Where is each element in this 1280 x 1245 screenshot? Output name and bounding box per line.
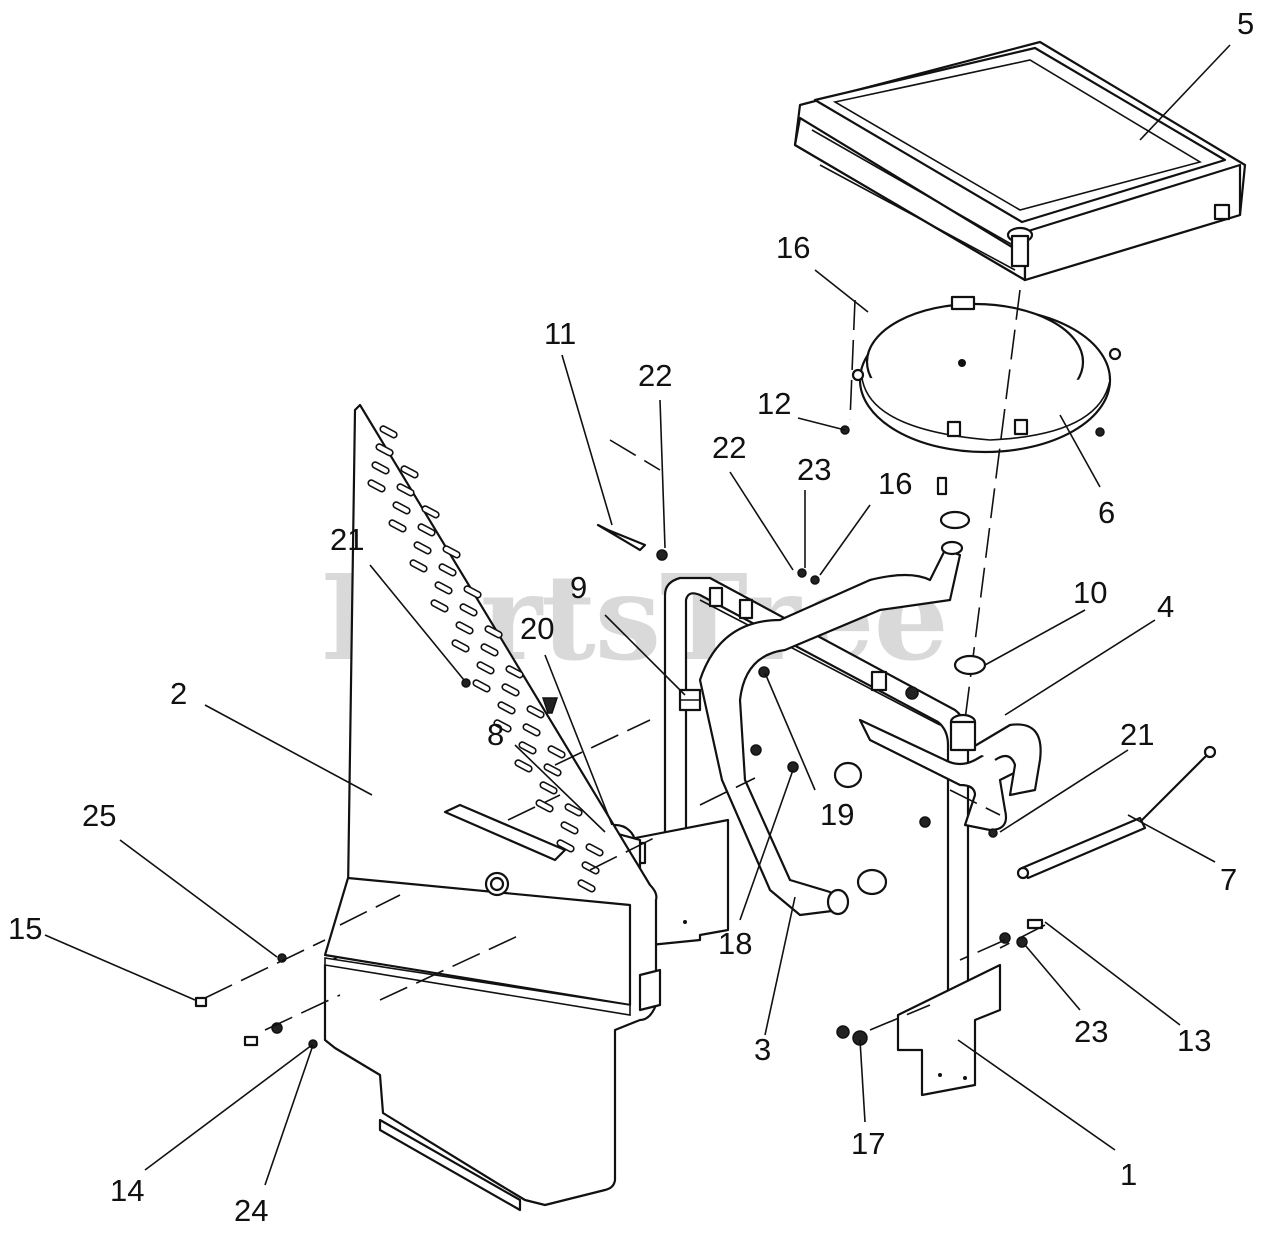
callout-22: 22 [638, 358, 673, 393]
vent-slot [493, 719, 512, 733]
callout-4: 4 [1157, 589, 1175, 624]
callout-3: 3 [754, 1032, 772, 1067]
vent-slot [459, 603, 478, 617]
vent-slot [518, 741, 537, 755]
part-3-lower-hose [698, 540, 964, 917]
part-4-upper-hose [858, 713, 1042, 832]
part-7-gas-strut [1016, 745, 1217, 880]
vent-slot [417, 523, 436, 537]
callout-9: 9 [570, 570, 588, 605]
vent-slot [585, 843, 604, 857]
vent-slot [505, 665, 524, 679]
callout-19: 19 [820, 797, 855, 832]
vent-slot [371, 461, 390, 475]
hardware [194, 425, 1105, 1049]
vent-slot [497, 701, 516, 715]
vent-slot [522, 723, 541, 737]
callout-21: 21 [330, 522, 365, 557]
part-5-radiator [793, 40, 1247, 282]
vent-slot [375, 443, 394, 457]
vent-slot [442, 545, 461, 559]
clamp-b [833, 761, 863, 789]
callout-6: 6 [1098, 495, 1116, 530]
callout-1: 1 [1120, 1157, 1138, 1192]
vent-slot [480, 643, 499, 657]
vent-slot [421, 505, 440, 519]
callout-17: 17 [851, 1126, 886, 1161]
vent-slot [526, 705, 545, 719]
vent-slot [539, 781, 558, 795]
callout-23: 23 [797, 452, 832, 487]
callout-22: 22 [712, 430, 747, 465]
vent-slot [556, 839, 575, 853]
callout-13: 13 [1177, 1023, 1212, 1058]
vent-slot [438, 563, 457, 577]
callout-16: 16 [776, 230, 811, 265]
callout-8: 8 [487, 717, 505, 752]
callout-25: 25 [82, 798, 117, 833]
vent-slot [577, 879, 596, 893]
vent-slot [430, 599, 449, 613]
callout-16: 16 [878, 466, 913, 501]
vent-slot [543, 763, 562, 777]
clamp-a [939, 510, 971, 530]
part-6-fan-shroud [851, 295, 1122, 454]
vent-slot [535, 799, 554, 813]
vent-slot [581, 861, 600, 875]
callout-20: 20 [520, 611, 555, 646]
part-10-clamp [953, 654, 987, 676]
vent-slot [451, 639, 470, 653]
vent-slot [392, 501, 411, 515]
callout-7: 7 [1220, 862, 1238, 897]
callout-15: 15 [8, 911, 43, 946]
part-2-rear-panel [323, 403, 662, 1212]
vent-slot [367, 479, 386, 493]
alignment-lines [204, 299, 1046, 1031]
vent-slot [413, 541, 432, 555]
vent-slot [514, 759, 533, 773]
vent-slot [463, 585, 482, 599]
callout-2: 2 [170, 676, 188, 711]
vent-slot [501, 683, 520, 697]
vent-slots [367, 425, 604, 893]
callout-23: 23 [1074, 1014, 1109, 1049]
callout-18: 18 [718, 926, 753, 961]
callout-5: 5 [1237, 6, 1255, 41]
clamp-c [856, 868, 888, 896]
vent-slot [455, 621, 474, 635]
callout-21: 21 [1120, 717, 1155, 752]
vent-slot [564, 803, 583, 817]
callout-10: 10 [1073, 575, 1108, 610]
leader-lines [44, 44, 1231, 1186]
vent-slot [400, 465, 419, 479]
vent-slot [396, 483, 415, 497]
vent-slot [476, 661, 495, 675]
vent-slot [484, 625, 503, 639]
vent-slot [409, 559, 428, 573]
vent-slot [388, 519, 407, 533]
callout-12: 12 [757, 386, 792, 421]
callout-24: 24 [234, 1193, 269, 1228]
vent-slot [547, 745, 566, 759]
vent-slot [434, 581, 453, 595]
callout-14: 14 [110, 1173, 145, 1208]
part-1-frame [623, 576, 1002, 1097]
callout-11: 11 [544, 316, 577, 351]
bolt-a [936, 476, 948, 496]
vent-slot [472, 679, 491, 693]
vent-slot [560, 821, 579, 835]
vent-slot [379, 425, 398, 439]
